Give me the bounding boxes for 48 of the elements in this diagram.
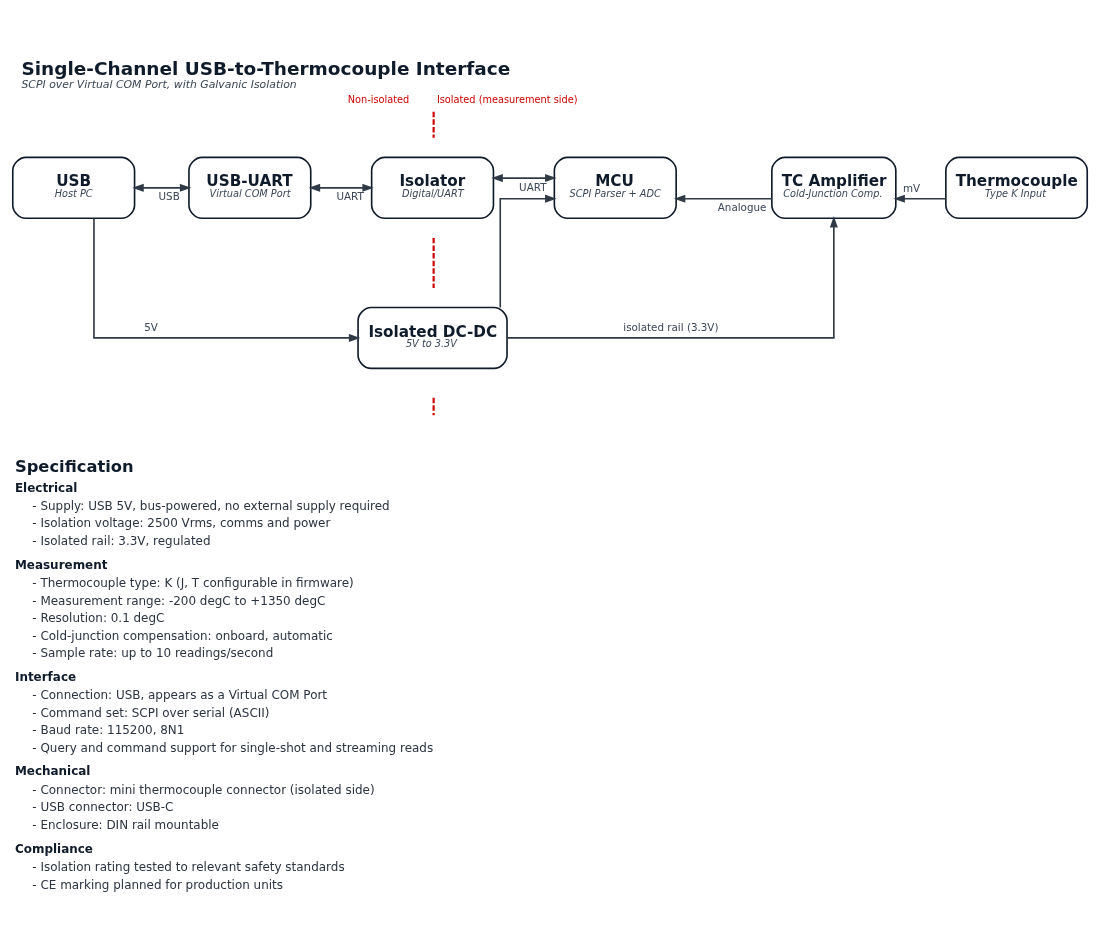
arrow (893, 194, 947, 203)
label: - Connector: mini thermocouple connector (isolated side) (32, 782, 375, 797)
node-box: Isolator Digital/UART (370, 156, 495, 220)
arrow (93, 217, 361, 342)
label: - Baud rate: 115200, 8N1 (32, 723, 185, 738)
arrow (506, 216, 838, 339)
edge-label: 5V (144, 320, 158, 333)
arrow (499, 194, 557, 309)
edge-label: USB (158, 190, 180, 203)
node-box: USB-UART Virtual COM Port (188, 156, 312, 220)
node-box: Isolated DC-DC 5V to 3.3V (357, 306, 508, 370)
arrow (491, 174, 557, 183)
label: Measurement (14, 557, 108, 572)
edge-label: Analogue (717, 201, 767, 214)
node-box: MCU SCPI Parser + ADC (553, 156, 677, 220)
label: - Isolation rating tested to relevant safety standards (32, 860, 345, 875)
label: - Supply: USB 5V, bus-powered, no external supply required (32, 499, 390, 514)
label: - USB connector: USB-C (32, 800, 174, 815)
label: - Resolution: 0.1 degC (32, 611, 165, 626)
label: Electrical (14, 480, 78, 495)
label: - Thermocouple type: K (J, T configurable in firmware) (32, 576, 354, 591)
edge-label: UART (336, 190, 364, 203)
label: Non-isolated (347, 94, 410, 106)
arrow (673, 194, 773, 203)
label: - Isolated rail: 3.3V, regulated (32, 533, 211, 548)
arrow (132, 183, 192, 192)
label: Specification (14, 457, 134, 477)
arrow (308, 183, 374, 192)
label: - Measurement range: -200 degC to +1350 degC (32, 593, 326, 608)
node-box: TC Amplifier Cold-Junction Comp. (771, 156, 897, 220)
label: Interface (14, 669, 77, 684)
label: - Command set: SCPI over serial (ASCII) (32, 705, 270, 720)
label: - Isolation voltage: 2500 Vrms, comms and power (32, 516, 331, 531)
edge-label: mV (902, 181, 921, 194)
label: Mechanical (14, 764, 91, 779)
label: - CE marking planned for production units (32, 877, 283, 892)
node-box: Thermocouple Type K Input (945, 156, 1089, 220)
label: - Query and command support for single-shot and streaming reads (32, 740, 434, 755)
diagram-title: Single-Channel USB-to-Thermocouple Interface (21, 58, 511, 80)
label: - Enclosure: DIN rail mountable (32, 817, 219, 832)
label: Compliance (14, 841, 93, 856)
label: Isolated (measurement side) (436, 94, 578, 106)
edge-label: UART (519, 180, 547, 193)
label: - Connection: USB, appears as a Virtual COM Port (32, 688, 328, 703)
label: - Cold-junction compensation: onboard, automatic (32, 628, 333, 643)
label: - Sample rate: up to 10 readings/second (32, 645, 274, 660)
node-box: USB Host PC (11, 156, 136, 220)
edge-label: isolated rail (3.3V) (623, 320, 719, 333)
